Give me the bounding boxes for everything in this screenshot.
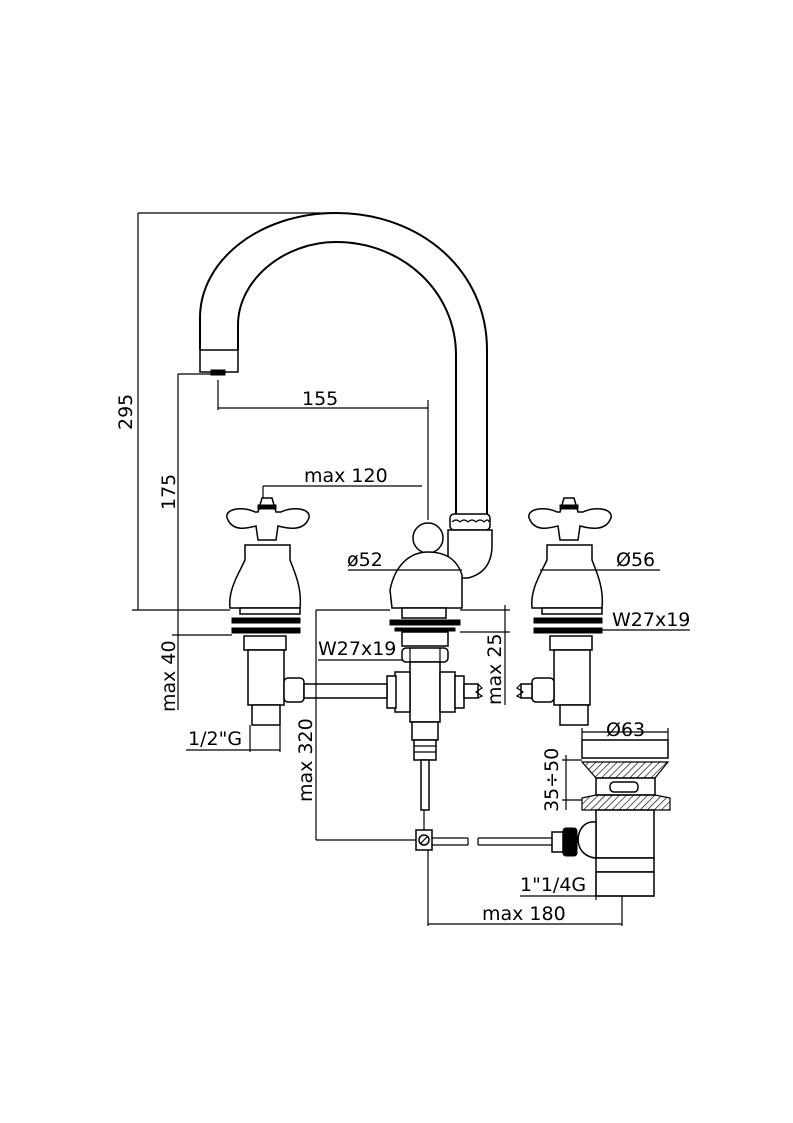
center-tee [409,661,441,723]
left-valve-body [229,544,302,609]
dim-drain-thread: 1"1/4G [520,874,586,896]
left-handle-assembly [226,497,388,726]
center-knob [412,522,444,554]
dim-drain-flange-diameter: Ø63 [606,719,645,741]
center-body [386,522,465,811]
drain-body [595,809,655,859]
dim-inlet-thread: 1/2"G [188,728,242,750]
right-cross-handle [528,497,612,541]
dimension-lines [132,212,690,926]
dim-under-deck-depth: max 320 [295,718,317,802]
dim-deck-thickness-left: max 40 [158,640,180,712]
dim-spout-reach: 155 [302,388,338,410]
dim-height-total: 295 [115,394,137,430]
left-cross-handle [226,497,310,541]
aerator-outlet [210,369,226,376]
dimension-labels: 295 175 155 max 120 ø52 Ø56 W27x19 W27x1… [115,388,690,925]
right-valve-body [531,544,604,609]
aerator [199,349,239,373]
dim-spout-offset: max 120 [304,465,388,487]
spout [199,211,493,579]
dim-spout-base-diameter: ø52 [347,549,383,571]
dim-spout-height: 175 [158,474,180,510]
spout-elbow [447,529,493,579]
dim-drain-rod-offset: max 180 [482,903,566,925]
dim-drain-height-range: 35÷50 [541,748,563,812]
dim-deck-thickness-center: max 25 [484,633,506,705]
drain-flange [581,739,669,759]
dim-thread-center: W27x19 [318,638,396,660]
right-handle-assembly [463,497,612,726]
dim-handle-base-diameter: Ø56 [616,549,655,571]
dim-thread-right: W27x19 [612,609,690,631]
center-base [389,551,463,609]
drain-assembly [415,739,671,897]
